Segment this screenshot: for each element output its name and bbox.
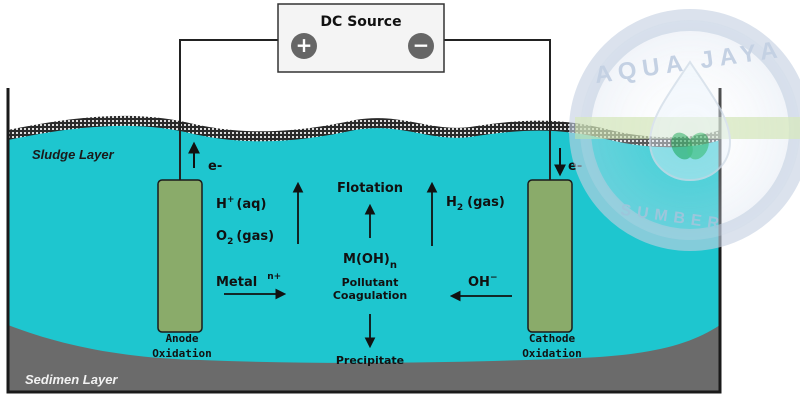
anode-wire (179, 39, 278, 180)
coagulation-line2: Coagulation (333, 289, 407, 302)
precipitate-label: Precipitate (336, 354, 404, 367)
cathode-wire (444, 39, 551, 180)
metal-hydroxide-label: M(OH)n (343, 252, 397, 271)
positive-terminal-icon (291, 33, 317, 59)
cathode-caption-line2: Oxidation (522, 347, 582, 360)
cathode-caption-line1: Cathode (529, 332, 576, 345)
aqua-jaya-watermark-logo: AQUA JAYA SUMBER (569, 9, 800, 251)
anode-caption-line2: Oxidation (152, 347, 212, 360)
coagulation-line1: Pollutant (342, 276, 399, 289)
positive-terminal-symbol: + (296, 33, 313, 57)
hydrogen-gas-label: H2(gas) (446, 195, 505, 213)
sediment-layer (8, 325, 720, 392)
hydroxide-ion-label: OH− (468, 273, 497, 290)
hydrogen-ion-label: H+(aq) (216, 195, 266, 212)
cathode-electrode (527, 179, 573, 333)
negative-terminal-symbol: − (413, 33, 430, 57)
sludge-layer-label: Sludge Layer (32, 147, 115, 162)
oxygen-gas-label: O2(gas) (216, 229, 274, 247)
negative-terminal-icon (408, 33, 434, 59)
anode-caption-line1: Anode (165, 332, 198, 345)
sediment-layer-label: Sedimen Layer (25, 372, 118, 387)
flotation-label: Flotation (337, 181, 403, 196)
anode-electrode (157, 179, 203, 333)
dc-source-title: DC Source (320, 14, 401, 30)
sludge-layer-band (8, 115, 720, 148)
anode-electron-label: e- (208, 159, 222, 174)
